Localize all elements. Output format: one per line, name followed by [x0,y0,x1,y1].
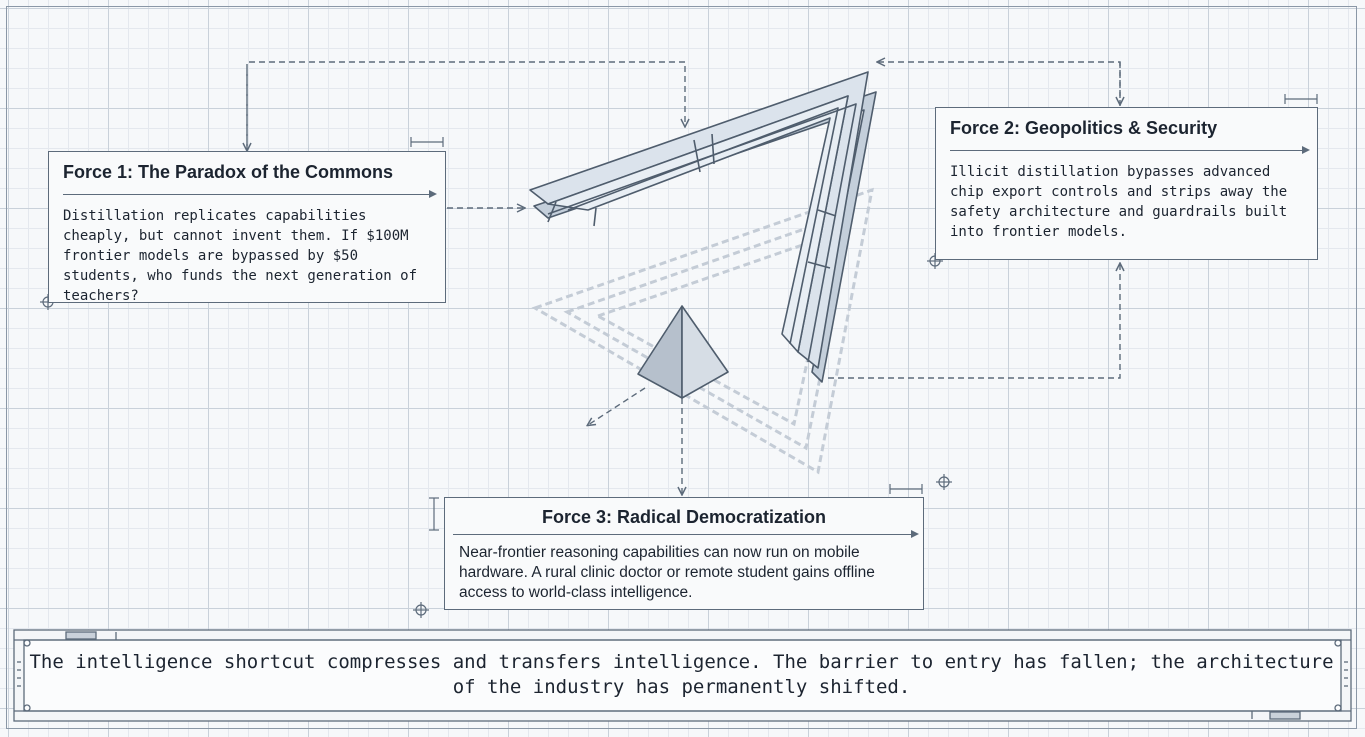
force1-title-rule [63,190,437,198]
dimension-mark-icon [429,497,439,531]
dimension-mark-icon [1284,94,1318,104]
connector-core-outward [588,387,646,425]
force1-title: Force 1: The Paradox of the Commons [63,162,394,182]
crosshair-icon [413,602,429,618]
footer-text: The intelligence shortcut compresses and… [29,651,1334,698]
outer-frame [6,6,1357,729]
force3-title: Force 3: Radical Democratization [541,507,827,527]
crosshair-icon [936,474,952,490]
pyramid-base [637,305,729,399]
force2-card: Force 2: Geopolitics & Security Illicit … [935,107,1318,260]
connector-lines [247,62,1120,494]
force1-text: Distillation replicates capabilities che… [63,208,418,304]
connector-force2-to-core [878,62,1121,106]
dimension-mark-icon [889,484,923,494]
force3-text: Near-frontier reasoning capabilities can… [459,544,875,601]
dimension-mark-icon [410,137,444,147]
force2-title: Force 2: Geopolitics & Security [950,118,1218,138]
force3-card: Force 3: Radical Democratization Near-fr… [444,497,924,610]
force3-title-rule [453,530,919,538]
footer-frame [13,629,1352,722]
connector-core-to-force2 [828,264,1120,379]
triangle-frame [529,71,877,383]
force2-title-rule [950,146,1310,154]
connector-top [246,61,685,150]
force2-text: Illicit distillation bypasses advanced c… [950,164,1288,240]
force1-card: Force 1: The Paradox of the Commons Dist… [48,151,446,304]
